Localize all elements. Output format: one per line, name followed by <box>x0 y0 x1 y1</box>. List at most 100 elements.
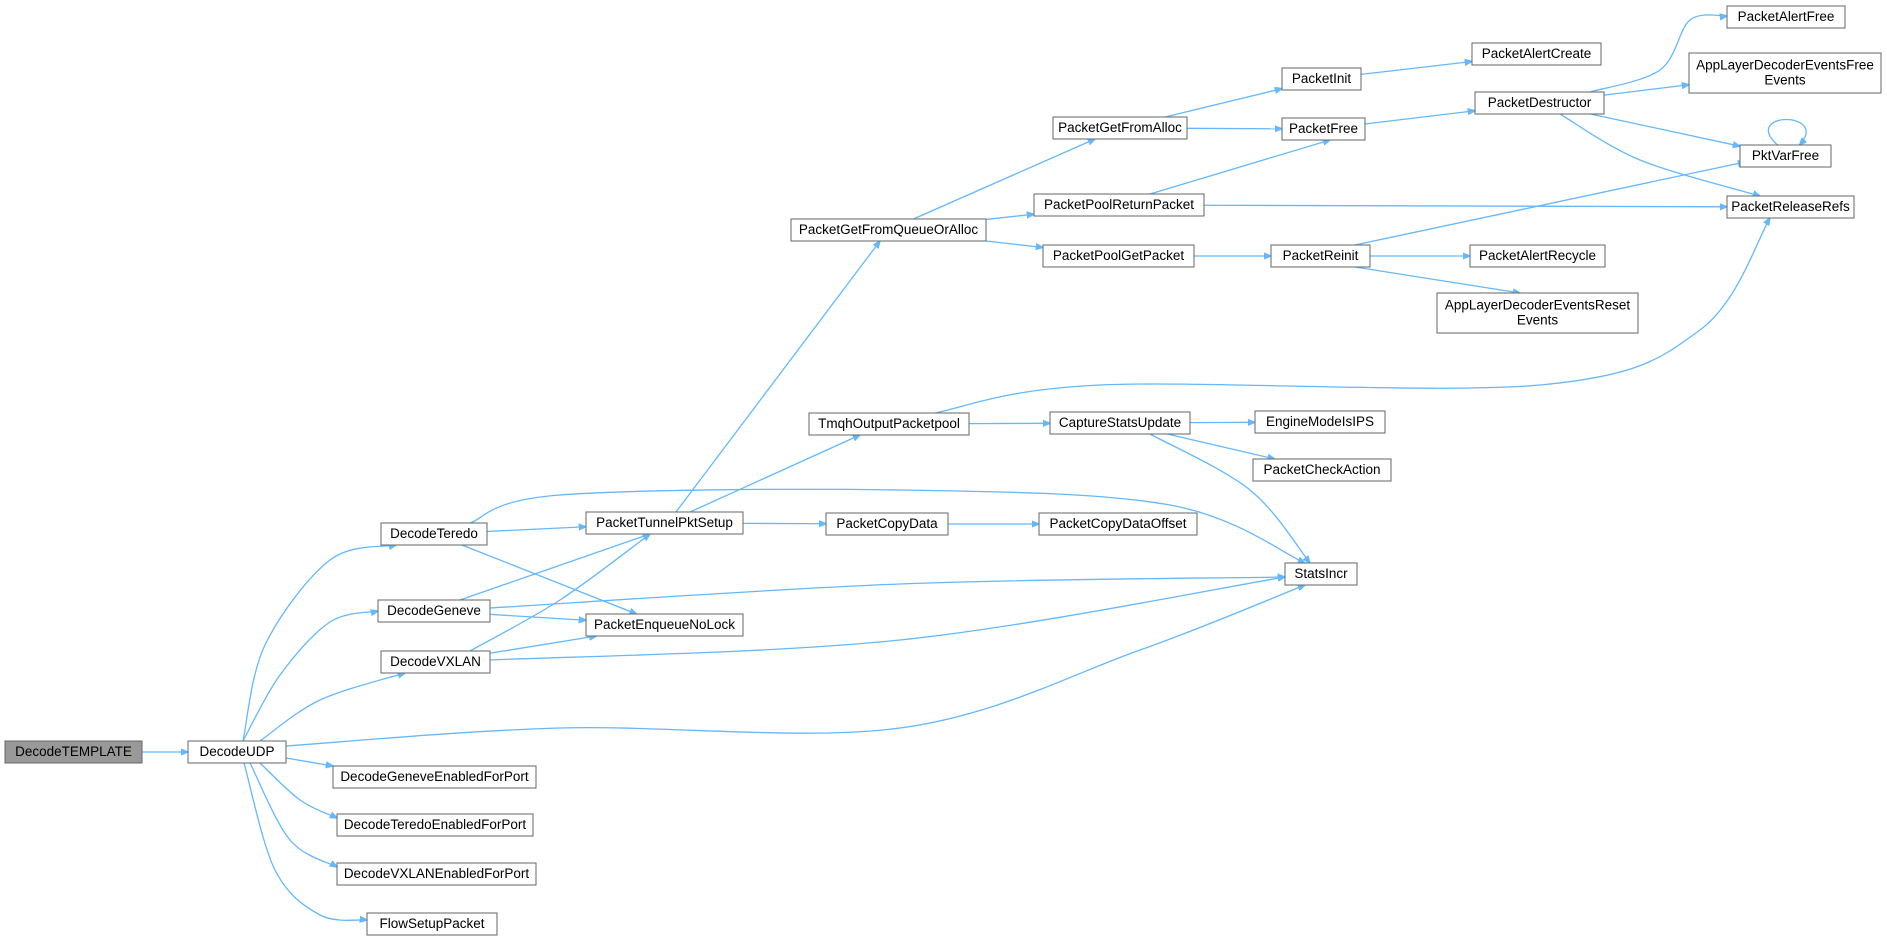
node-packet-pool-return-packet[interactable]: PacketPoolReturnPacket <box>1033 193 1205 217</box>
edge-path <box>1354 266 1520 293</box>
edge-tmqh-output-packetpool-to-packet-release-refs <box>934 218 1770 414</box>
edge-capture-stats-update-to-stats-incr <box>1149 433 1310 563</box>
node-decode-udp[interactable]: DecodeUDP <box>187 740 287 764</box>
node-label: PacketPoolGetPacket <box>1053 248 1185 263</box>
node-tmqh-output-packetpool[interactable]: TmqhOutputPacketpool <box>808 412 970 436</box>
node-box <box>1469 244 1606 268</box>
node-label: PacketInit <box>1292 71 1352 86</box>
node-box <box>1471 42 1602 66</box>
node-packet-get-from-alloc[interactable]: PacketGetFromAlloc <box>1052 116 1188 140</box>
node-label: Events <box>1764 73 1806 88</box>
node-label: PacketReinit <box>1283 248 1359 263</box>
edge-decode-udp-to-decode-vxlan <box>259 673 405 742</box>
edge-path <box>259 673 405 742</box>
node-box <box>366 912 498 936</box>
node-box <box>1284 562 1358 586</box>
edge-pkt-var-free-to-pkt-var-free <box>1768 118 1806 146</box>
edge-packet-get-from-alloc-to-packet-init <box>1165 89 1282 118</box>
node-decode-vxlan-enabled-for-port[interactable]: DecodeVXLANEnabledForPort <box>336 862 537 886</box>
node-box <box>377 599 491 623</box>
node-label: FlowSetupPacket <box>379 916 484 931</box>
node-box <box>825 512 949 536</box>
node-decode-geneve-enabled-for-port[interactable]: DecodeGeneveEnabledForPort <box>332 765 537 789</box>
node-packet-copy-data-offset[interactable]: PacketCopyDataOffset <box>1038 512 1198 536</box>
edge-decode-teredo-to-packet-tunnel-pkt-setup <box>486 527 586 533</box>
node-pkt-var-free[interactable]: PktVarFree <box>1739 144 1832 168</box>
node-label: EngineModeIsIPS <box>1266 414 1374 429</box>
node-box <box>1726 195 1855 219</box>
node-stats-incr[interactable]: StatsIncr <box>1284 562 1358 586</box>
edge-packet-pool-return-packet-to-packet-free <box>1149 140 1330 195</box>
edge-decode-geneve-to-packet-enqueue-no-lock <box>489 613 586 620</box>
node-label: PacketPoolReturnPacket <box>1044 197 1194 212</box>
edge-path <box>985 214 1034 221</box>
node-label: DecodeVXLANEnabledForPort <box>344 866 530 881</box>
node-flow-setup-packet[interactable]: FlowSetupPacket <box>366 912 498 936</box>
edge-decode-udp-to-decode-vxlan-enabled-for-port <box>249 762 337 867</box>
edge-path <box>259 762 337 818</box>
node-engine-mode-is-ips[interactable]: EngineModeIsIPS <box>1254 410 1386 434</box>
node-packet-enqueue-no-lock[interactable]: PacketEnqueueNoLock <box>585 613 744 637</box>
node-box <box>332 765 537 789</box>
node-packet-alert-recycle[interactable]: PacketAlertRecycle <box>1469 244 1606 268</box>
edge-path <box>486 527 586 533</box>
edge-path <box>1590 113 1740 146</box>
edge-decode-teredo-to-stats-incr <box>469 488 1305 563</box>
edge-path <box>985 240 1043 247</box>
node-packet-get-from-queue-or-alloc[interactable]: PacketGetFromQueueOrAlloc <box>790 218 987 242</box>
node-label: DecodeTeredo <box>390 526 478 541</box>
edge-path <box>1603 85 1689 96</box>
edge-packet-get-from-queue-or-alloc-to-packet-get-from-alloc <box>913 139 1095 220</box>
node-label: PacketGetFromQueueOrAlloc <box>799 222 979 237</box>
node-decode-vxlan[interactable]: DecodeVXLAN <box>380 650 491 674</box>
edge-path <box>469 488 1305 563</box>
edge-packet-destructor-to-packet-release-refs <box>1559 113 1760 196</box>
node-label: PacketAlertCreate <box>1482 46 1592 61</box>
edge-path <box>1149 433 1310 563</box>
edge-path <box>1354 162 1745 246</box>
edge-packet-tunnel-pkt-setup-to-tmqh-output-packetpool <box>689 435 860 513</box>
edge-path <box>242 611 378 742</box>
node-packet-alert-free[interactable]: PacketAlertFree <box>1726 5 1846 29</box>
node-box <box>1254 410 1386 434</box>
edge-path <box>469 534 650 652</box>
edge-packet-pool-return-packet-to-packet-release-refs <box>1203 205 1727 207</box>
nodes-layer: DecodeTEMPLATE DecodeUDP DecodeTeredoDecod… <box>4 5 1882 936</box>
node-decode-geneve[interactable]: DecodeGeneve <box>377 599 491 623</box>
node-decode-teredo-enabled-for-port[interactable]: DecodeTeredoEnabledForPort <box>336 813 534 837</box>
edge-packet-destructor-to-app-layer-decoder-events-free-events <box>1603 85 1689 96</box>
node-packet-pool-get-packet[interactable]: PacketPoolGetPacket <box>1042 244 1195 268</box>
node-decode-teredo[interactable]: DecodeTeredo <box>380 522 488 546</box>
node-box <box>1033 193 1205 217</box>
node-packet-tunnel-pkt-setup[interactable]: PacketTunnelPktSetup <box>585 511 744 535</box>
node-box <box>1252 458 1392 482</box>
edge-decode-udp-to-flow-setup-packet <box>243 762 367 920</box>
node-box <box>336 862 537 886</box>
node-packet-destructor[interactable]: PacketDestructor <box>1474 91 1605 115</box>
node-capture-stats-update[interactable]: CaptureStatsUpdate <box>1049 411 1191 435</box>
node-label: PacketCheckAction <box>1263 462 1380 477</box>
edge-path <box>461 544 637 614</box>
node-packet-check-action[interactable]: PacketCheckAction <box>1252 458 1392 482</box>
edge-path <box>1589 15 1727 93</box>
edge-decode-udp-to-decode-geneve-enabled-for-port <box>285 757 333 766</box>
node-packet-copy-data[interactable]: PacketCopyData <box>825 512 949 536</box>
node-packet-init[interactable]: PacketInit <box>1281 67 1362 91</box>
edge-packet-get-from-queue-or-alloc-to-packet-pool-return-packet <box>985 214 1034 221</box>
edge-path <box>249 762 337 867</box>
node-box <box>1739 144 1832 168</box>
node-packet-free[interactable]: PacketFree <box>1281 117 1366 141</box>
edge-path <box>913 139 1095 220</box>
node-label: PacketTunnelPktSetup <box>596 515 733 530</box>
node-packet-reinit[interactable]: PacketReinit <box>1270 244 1371 268</box>
edge-path <box>489 577 1285 609</box>
node-box <box>1688 52 1882 94</box>
node-packet-alert-create[interactable]: PacketAlertCreate <box>1471 42 1602 66</box>
node-box <box>1052 116 1188 140</box>
node-packet-release-refs[interactable]: PacketReleaseRefs <box>1726 195 1855 219</box>
node-decode-template[interactable]: DecodeTEMPLATE <box>4 740 143 764</box>
edge-capture-stats-update-to-packet-check-action <box>1167 433 1274 459</box>
node-box <box>1726 5 1846 29</box>
